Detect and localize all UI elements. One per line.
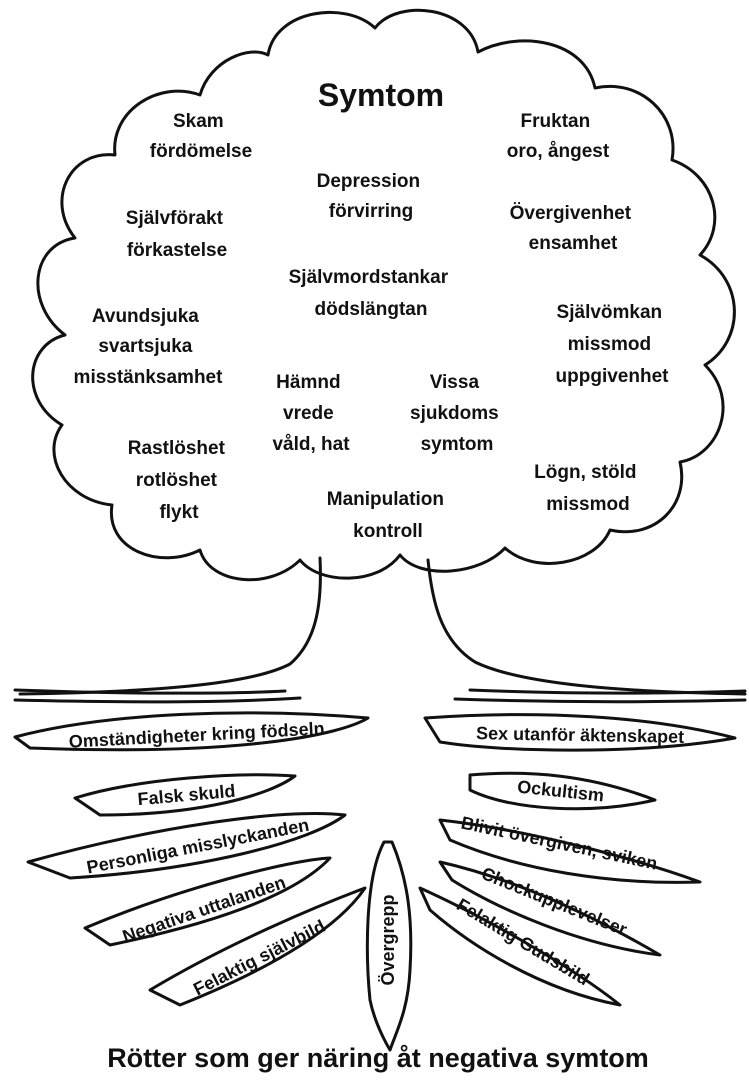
- root-label-abuse: Övergrepp: [378, 894, 398, 985]
- symptom-suicidal-thoughts: Självmordstankar dödslängtan: [289, 267, 454, 320]
- symptom-abandonment: Övergivenhet ensamhet: [510, 203, 637, 254]
- tree-crown-cloud: [31, 8, 736, 582]
- symptom-restlessness: Rastlöshet rotlöshet flykt: [128, 438, 230, 523]
- tree-trunk-left-line: [18, 556, 322, 696]
- symptom-fear: Fruktan oro, ångest: [507, 111, 610, 162]
- root-label-sex: Sex utanför äktenskapet: [476, 723, 684, 747]
- root-leaf-shape: [73, 773, 297, 817]
- tree-title: Symtom: [318, 77, 444, 113]
- diagram-caption: Rötter som ger näring åt negativa symtom: [107, 1043, 649, 1073]
- root-leaf-shape: [438, 860, 662, 957]
- symptom-depression: Depression förvirring: [317, 171, 426, 222]
- ground-line-right: [453, 688, 747, 704]
- center-root-shape: [365, 840, 413, 1052]
- root-leaf-shape: [438, 818, 702, 884]
- symptom-shame: Skam fördömelse: [150, 111, 252, 162]
- symptom-envy: Avundsjuka svartsjuka misstänksamhet: [74, 306, 224, 388]
- symptom-self-contempt: Självförakt förkastelse: [126, 208, 228, 261]
- symptom-self-pity: Självömkan missmod uppgivenhet: [556, 302, 670, 387]
- root-leaf-shape: [13, 711, 370, 752]
- symptom-lies: Lögn, stöld missmod: [534, 462, 642, 515]
- root-leaf-shape: [418, 886, 622, 1007]
- tree-trunk-right-line: [426, 558, 747, 696]
- root-leaf-shape: [148, 886, 367, 1007]
- root-leaf-shape: [423, 713, 737, 752]
- symptom-illness: Vissa sjukdoms symtom: [410, 372, 504, 455]
- symptom-manipulation: Manipulation kontroll: [327, 489, 449, 542]
- root-leaf-shape: [26, 812, 347, 880]
- root-leaf-shape: [468, 771, 657, 811]
- ground-line-left: [13, 688, 302, 704]
- root-leaf-shape: [83, 856, 332, 947]
- symptom-revenge: Hämnd vrede våld, hat: [272, 372, 350, 455]
